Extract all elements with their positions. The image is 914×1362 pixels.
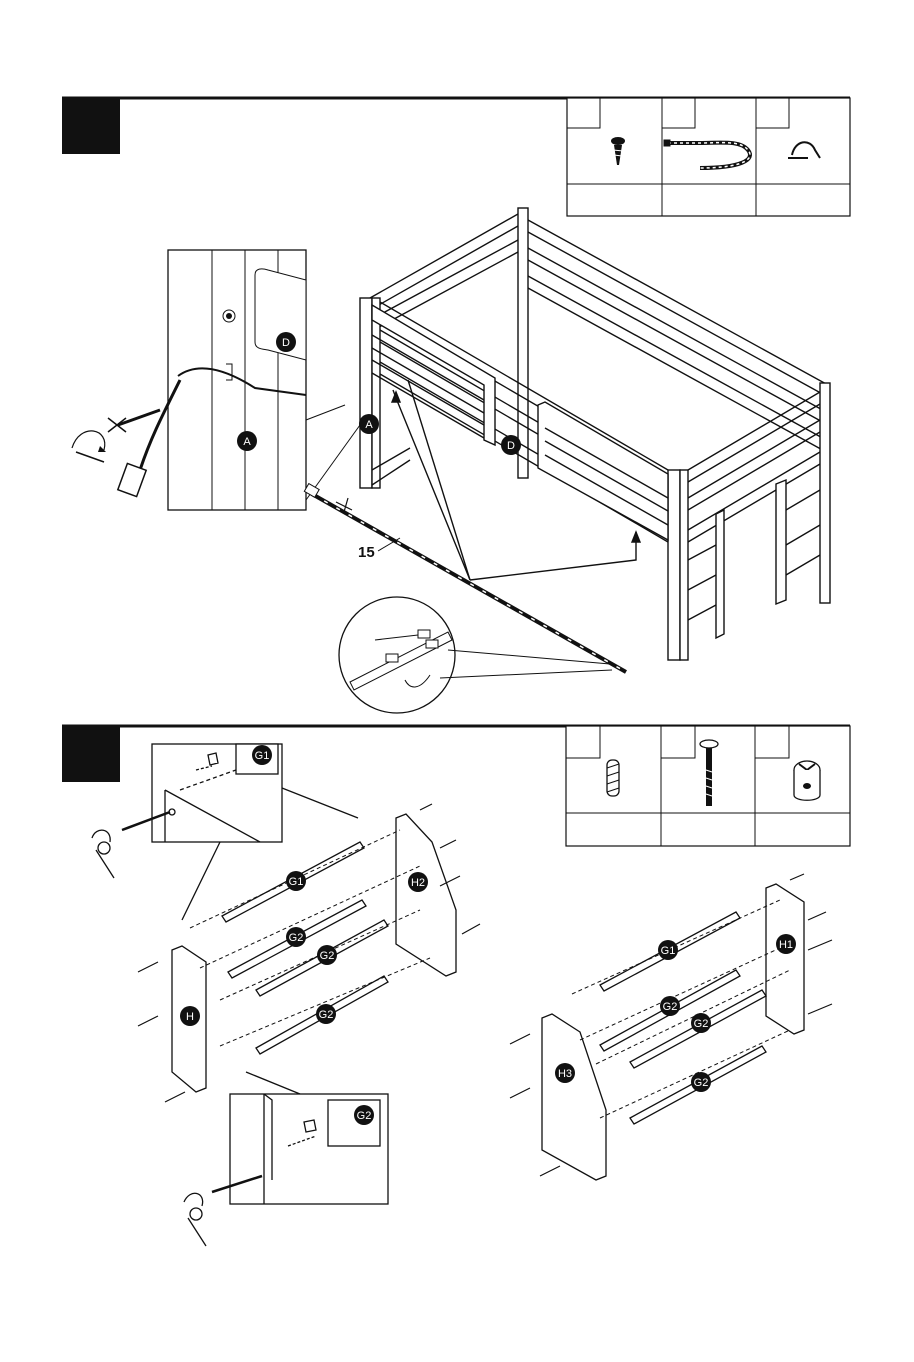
label-h1: H1 [779,939,793,951]
badge-g2b-right: G2 [691,1013,711,1033]
label-g2-bottom-callout: G2 [357,1110,372,1122]
label-g2c-left: G2 [319,1009,334,1021]
bed-badge-a: A [359,414,379,434]
badge-g2c-right: G2 [691,1072,711,1092]
label-h: H [186,1011,194,1023]
badge-g1-left: G1 [286,871,306,891]
label-g2c-right: G2 [694,1077,709,1089]
callout-label-a: A [243,436,251,448]
callout-label-d: D [282,337,290,349]
callout-badge-a: A [237,431,257,451]
badge-h2: H2 [408,872,428,892]
label-g2a-right: G2 [663,1001,678,1013]
step-2-hardware-table [566,726,850,846]
bed-badge-d: D [501,435,521,455]
right-frame-drawing [510,874,832,1180]
label-g2b-left: G2 [320,950,335,962]
label-g1-right: G1 [661,945,676,957]
bed-label-d: D [507,440,515,452]
badge-g2a-right: G2 [660,996,680,1016]
top-detail-callout [122,744,358,920]
badge-g2-bottom-callout: G2 [354,1105,374,1125]
label-g1-top-callout: G1 [255,750,270,762]
callout-badge-d: D [276,332,296,352]
step-1-section: D A [62,98,850,713]
step-2-section: H2 H G1 G2 G2 G2 G1 G2 H1 H3 G1 [62,726,850,1246]
badge-h3: H3 [555,1063,575,1083]
led-strip-label: 15 [358,544,375,561]
badge-g1-right: G1 [658,940,678,960]
badge-h1: H1 [776,934,796,954]
step-1-hardware-table [567,98,850,216]
label-g1-left: G1 [289,876,304,888]
label-g2a-left: G2 [289,932,304,944]
bed-label-a: A [365,419,373,431]
badge-g2c-left: G2 [316,1004,336,1024]
step-2-number-box [62,726,120,782]
step-1-number-box [62,98,120,154]
barrel-nut-icon [794,761,820,800]
badge-g2b-left: G2 [317,945,337,965]
badge-g2a-left: G2 [286,927,306,947]
loft-bed-drawing [360,208,830,660]
label-g2b-right: G2 [694,1018,709,1030]
adhesive-tape-detail [339,597,612,713]
left-frame-drawing [92,744,480,1246]
label-h2: H2 [411,877,425,889]
wooden-dowel-icon [607,760,619,796]
badge-h: H [180,1006,200,1026]
wire-detail-callout: D A [72,250,306,510]
label-h3: H3 [558,1068,572,1080]
bottom-detail-callout [212,1072,388,1204]
badge-g1-top-callout: G1 [252,745,272,765]
